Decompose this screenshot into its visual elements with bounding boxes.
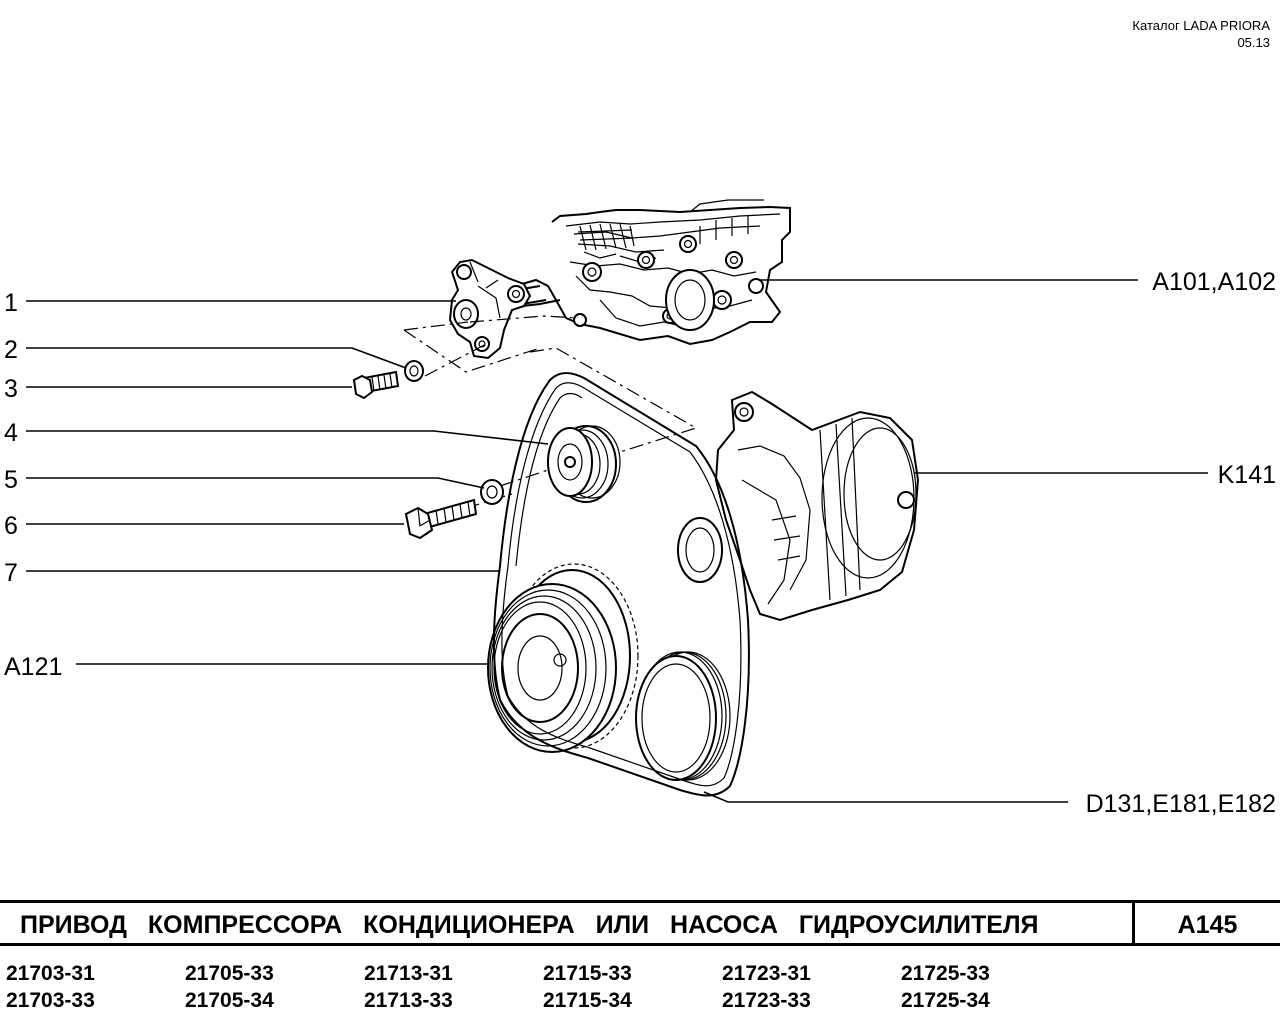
model-row: 21703-33 21705-34 21713-33 21715-34 2172… [6,987,1126,1014]
callout-2: 2 [4,336,18,364]
model-code: 21725-33 [901,962,990,985]
callout-3: 3 [4,375,18,403]
model-code: 21725-34 [901,989,990,1012]
callout-5: 5 [4,466,18,494]
engine-block-drawing [514,199,791,346]
poly-v-belt-drawing [492,372,750,797]
model-code: 21705-34 [185,989,274,1012]
model-code: 21713-33 [364,989,453,1012]
bolt-short-drawing [352,370,400,400]
model-code: 21713-31 [364,962,453,985]
callout-7: 7 [4,559,18,587]
title-separator [1132,903,1135,943]
callout-a121: A121 [4,653,62,681]
callout-1: 1 [4,289,18,317]
callout-leaders [26,279,1208,803]
callout-d131-e181-e182: D131,E181,E182 [1086,790,1276,818]
model-code: 21723-33 [722,989,811,1012]
parts-diagram: 1 2 3 4 5 6 7 A121 A101,A102 K141 D131,E… [4,199,1276,818]
washer-small-drawing [404,360,424,382]
model-code: 21703-31 [6,962,95,985]
callout-6: 6 [4,512,18,540]
alternator-drawing [677,390,920,622]
model-code: 21705-33 [185,962,274,985]
model-row: 21703-31 21705-33 21713-31 21715-33 2172… [6,960,1126,987]
callout-4: 4 [4,419,18,447]
crankshaft-pulley-drawing [487,563,639,753]
model-list: 21703-31 21705-33 21713-31 21715-33 2172… [6,960,1126,1014]
tension-pulley-drawing [547,425,621,503]
assembly-code: A145 [1177,911,1238,939]
title-bar: ПРИВОД КОМПРЕССОРА КОНДИЦИОНЕРА ИЛИ НАСО… [0,900,1280,946]
bolt-long-drawing [404,498,478,540]
model-code: 21723-31 [722,962,811,985]
bracket-drawing [448,258,532,360]
callout-k141: K141 [1218,461,1276,489]
washer-large-drawing [480,479,504,505]
model-code: 21715-33 [543,962,632,985]
assembly-title: ПРИВОД КОМПРЕССОРА КОНДИЦИОНЕРА ИЛИ НАСО… [20,911,1039,939]
model-code: 21715-34 [543,989,632,1012]
pump-pulley-drawing [635,651,731,781]
model-code: 21703-33 [6,989,95,1012]
callout-a101-a102: A101,A102 [1152,268,1276,296]
catalog-date: 05.13 [1237,35,1270,50]
catalog-header: Каталог LADA PRIORA [1132,18,1270,33]
